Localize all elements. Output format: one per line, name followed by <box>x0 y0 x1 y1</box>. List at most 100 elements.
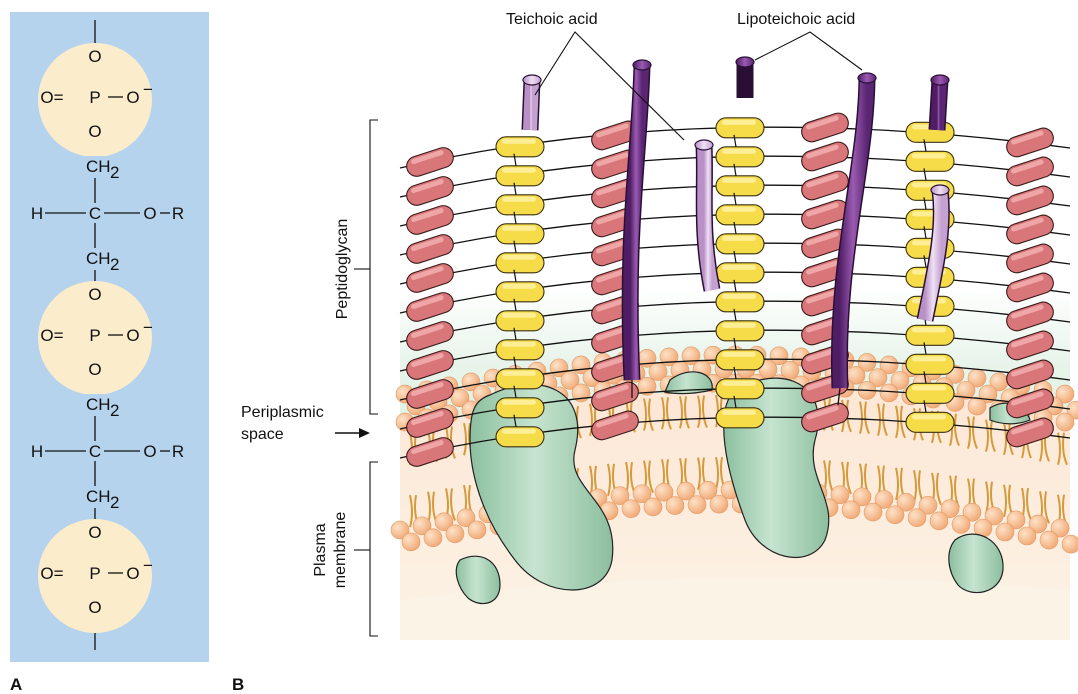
plasma-membrane-bracket <box>370 462 378 636</box>
ch2-top: CH <box>86 157 111 176</box>
peptide-unit <box>716 118 764 138</box>
glycan-unit <box>1004 242 1056 276</box>
teichoic-acid-label: Teichoic acid <box>506 11 598 28</box>
lipid-head <box>622 500 640 518</box>
periplasmic-label-line1: Periplasmic <box>241 404 324 421</box>
phosphorus: P <box>89 88 100 107</box>
panel-label-b: B <box>232 675 244 694</box>
peptide-unit <box>496 241 544 273</box>
lipoteichoic-acid-rod <box>736 57 754 98</box>
glycan-unit <box>799 111 851 145</box>
lipid-head <box>1040 531 1058 549</box>
double-bond-oxygen: O= <box>40 88 63 107</box>
r-group: R <box>172 204 184 223</box>
ch2-top: CH <box>86 395 111 414</box>
lipid-head <box>424 529 442 547</box>
subscript: 2 <box>110 401 119 420</box>
lipid-head <box>908 509 926 527</box>
lipid-head <box>880 384 898 402</box>
panel-label-a: A <box>10 675 22 694</box>
negative-charge: − <box>143 318 153 337</box>
lipid-head <box>1018 527 1036 545</box>
glycan-unit <box>1004 184 1056 218</box>
glycan-unit <box>404 174 456 208</box>
carbon: C <box>89 204 101 223</box>
peptide-unit <box>716 251 764 283</box>
ester-oxygen: O <box>143 442 156 461</box>
double-bond-oxygen: O= <box>40 326 63 345</box>
oxygen-top: O <box>88 523 101 542</box>
glycan-unit <box>1004 126 1056 160</box>
peptide-unit <box>716 135 764 167</box>
lipid-head <box>644 498 662 516</box>
subscript: 2 <box>110 255 119 274</box>
glycan-unit <box>404 261 456 295</box>
oxygen-right: O <box>126 564 139 583</box>
subscript: 2 <box>110 163 119 182</box>
peptide-unit <box>716 222 764 254</box>
lipid-head <box>930 512 948 530</box>
peptide-unit <box>496 212 544 244</box>
lipid-head <box>886 506 904 524</box>
lipid-head <box>468 521 486 539</box>
arrow-head <box>359 428 370 438</box>
glycan-unit <box>404 232 456 266</box>
lipid-head <box>968 397 986 415</box>
lipid-head <box>1056 413 1074 431</box>
glycan-unit <box>404 203 456 237</box>
r-group: R <box>172 442 184 461</box>
periplasmic-label-line2: space <box>241 426 284 443</box>
phosphorus: P <box>89 564 100 583</box>
lipid-head <box>446 525 464 543</box>
peptide-unit <box>496 270 544 302</box>
glycan-unit <box>1004 155 1056 189</box>
oxygen-bottom: O <box>88 598 101 617</box>
lipid-head <box>710 495 728 513</box>
glycan-unit <box>1004 213 1056 247</box>
lipid-head <box>996 523 1014 541</box>
ch2-bottom: CH <box>86 249 111 268</box>
glycan-unit <box>799 140 851 174</box>
lipid-head <box>842 501 860 519</box>
carbon: C <box>89 442 101 461</box>
peptide-unit <box>716 164 764 196</box>
subscript: 2 <box>110 493 119 512</box>
peptide-unit <box>716 280 764 312</box>
lipid-head <box>864 503 882 521</box>
lipid-head <box>688 496 706 514</box>
lipoteichoic-acid-rod <box>931 75 949 130</box>
lipid-head <box>666 497 684 515</box>
oxygen-right: O <box>126 326 139 345</box>
hydrogen: H <box>31 442 43 461</box>
panel-b-illustration: Teichoic acid Lipoteichoic acid Peptidog… <box>241 11 1078 640</box>
peptidoglycan-label: Peptidoglycan <box>334 219 351 320</box>
ester-oxygen: O <box>143 204 156 223</box>
lipid-head <box>402 533 420 551</box>
negative-charge: − <box>143 556 153 575</box>
glycan-unit <box>404 145 456 179</box>
peptide-unit <box>716 193 764 225</box>
oxygen-bottom: O <box>88 122 101 141</box>
lipid-head <box>952 515 970 533</box>
plasma-membrane-label-line1: Plasma <box>312 523 329 576</box>
peptide-unit <box>906 139 954 171</box>
lipid-head <box>1062 535 1078 553</box>
teichoic-acid-rod <box>523 75 541 130</box>
phosphorus: P <box>89 326 100 345</box>
peptidoglycan-bracket <box>370 120 378 414</box>
ch2-bottom: CH <box>86 487 111 506</box>
peptide-unit <box>496 183 544 215</box>
teichoic-acid-rod <box>695 140 713 290</box>
peptide-unit <box>496 137 544 157</box>
lipoteichoic-acid-label: Lipoteichoic acid <box>737 11 855 28</box>
oxygen-top: O <box>88 47 101 66</box>
oxygen-right: O <box>126 88 139 107</box>
peptide-unit <box>496 154 544 186</box>
oxygen-top: O <box>88 285 101 304</box>
double-bond-oxygen: O= <box>40 564 63 583</box>
oxygen-bottom: O <box>88 360 101 379</box>
negative-charge: − <box>143 80 153 99</box>
glycan-unit <box>799 169 851 203</box>
